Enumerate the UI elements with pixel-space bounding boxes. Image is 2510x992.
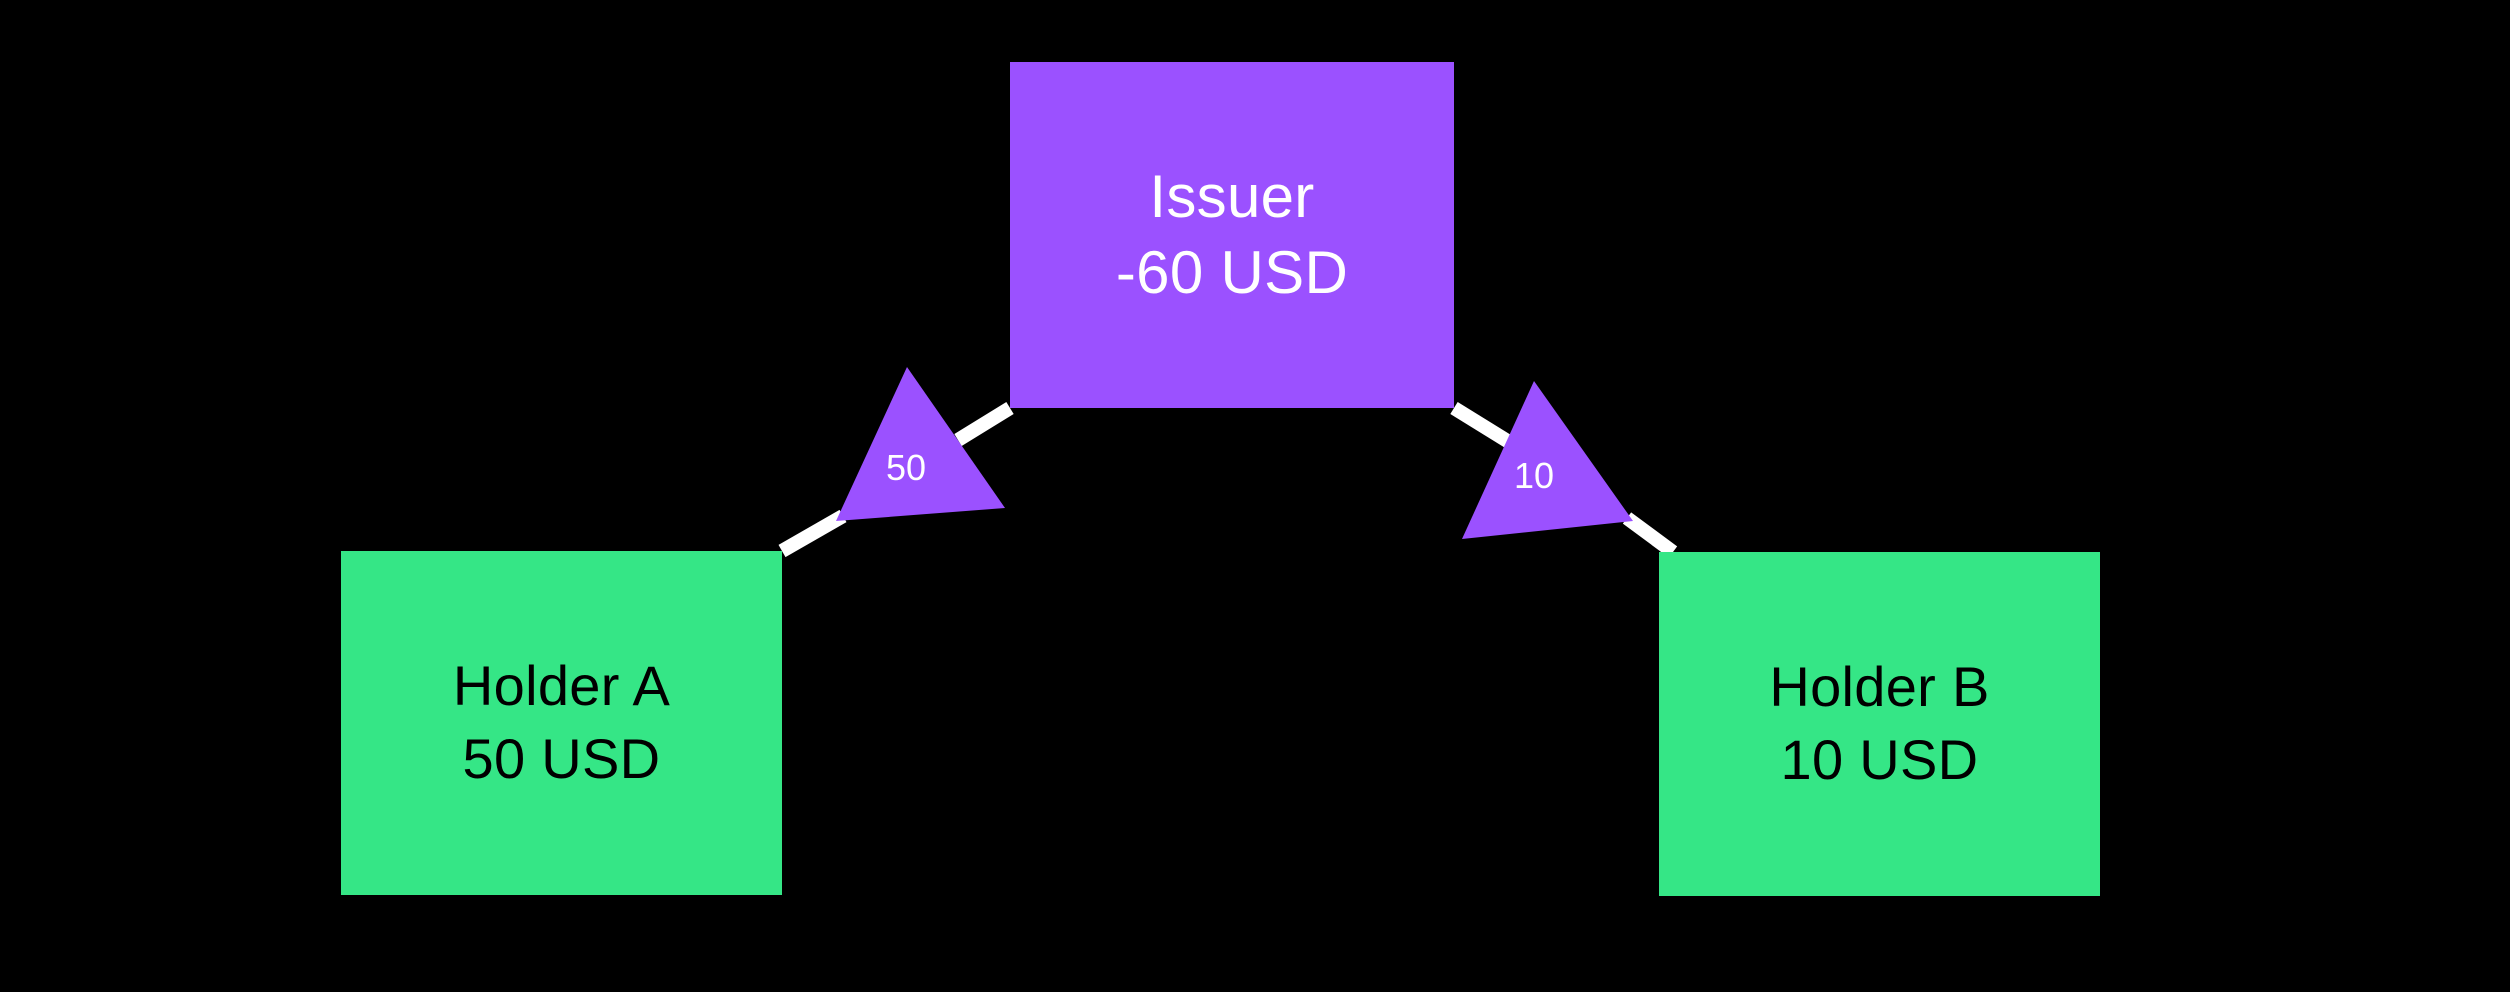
flow-marker-triangle-left xyxy=(836,367,1005,521)
edge-issuer-to-holder-a-lower xyxy=(778,509,847,558)
node-issuer[interactable]: Issuer -60 USD xyxy=(1010,62,1454,408)
node-holder-a[interactable]: Holder A 50 USD xyxy=(341,551,782,895)
node-issuer-amount: -60 USD xyxy=(1115,239,1349,306)
node-holder-b-amount: 10 USD xyxy=(1780,728,1979,791)
edge-issuer-to-holder-b-lower xyxy=(1622,512,1678,558)
node-holder-b-title: Holder B xyxy=(1769,655,1990,719)
node-issuer-title: Issuer xyxy=(1149,163,1315,231)
edge-issuer-to-holder-a-upper xyxy=(954,402,1014,446)
node-holder-a-title: Holder A xyxy=(452,654,671,718)
flow-marker-triangle-right xyxy=(1462,381,1633,539)
edge-issuer-to-holder-b-upper xyxy=(1450,402,1513,448)
node-holder-a-amount: 50 USD xyxy=(462,727,661,790)
node-holder-b[interactable]: Holder B 10 USD xyxy=(1659,552,2100,896)
